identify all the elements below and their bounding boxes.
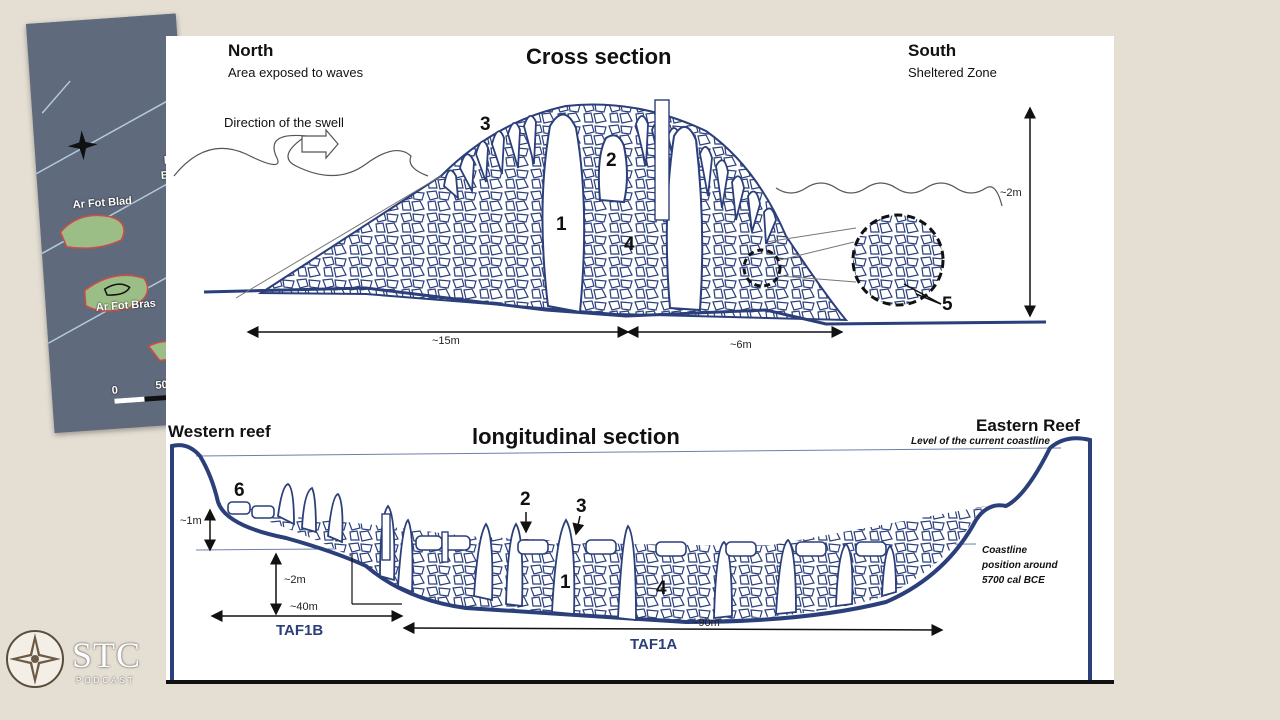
- compass-icon: [67, 130, 98, 161]
- map-scale-zero: 0: [111, 384, 119, 397]
- north-label: North: [228, 41, 274, 60]
- map-card: Ar Fot Blad Ar Fot Bras Po Biaz 0 50: [26, 13, 205, 434]
- map-image: [26, 13, 205, 434]
- longitudinal-section-drawing: [166, 436, 1114, 684]
- long-marker-1: 1: [560, 572, 571, 593]
- marker-3: 3: [480, 114, 491, 135]
- north-sublabel: Area exposed to waves: [228, 65, 364, 80]
- past-coastline-line-1: Coastline: [982, 545, 1028, 556]
- marker-5: 5: [942, 294, 953, 315]
- marker-4: 4: [624, 234, 635, 255]
- height-label-2m: ~2m: [1000, 187, 1022, 199]
- diagram-drawing: [166, 99, 1114, 684]
- marker-2: 2: [606, 150, 617, 171]
- cross-section-drawing: [173, 99, 1047, 338]
- length-label-90m: ~90m: [692, 617, 720, 629]
- diagram-sheet: Cross section North Area exposed to wave…: [166, 36, 1114, 684]
- width-label-6m: ~6m: [730, 339, 752, 351]
- past-coastline-line-3: 5700 cal BCE: [982, 575, 1045, 586]
- length-label-40m: ~40m: [290, 601, 318, 613]
- cross-section-title: Cross section: [526, 44, 672, 69]
- zone-label-taf1a: TAF1A: [630, 636, 678, 653]
- south-sublabel: Sheltered Zone: [908, 65, 997, 80]
- width-label-15m: ~15m: [432, 335, 460, 347]
- current-coastline-label: Level of the current coastline: [911, 436, 1050, 447]
- marker-1: 1: [556, 214, 567, 235]
- past-coastline-line-2: position around: [982, 560, 1058, 571]
- podcast-logo: STC PODCAST: [4, 628, 154, 690]
- long-marker-4: 4: [656, 578, 667, 599]
- western-reef-label: Western reef: [168, 422, 271, 441]
- south-label: South: [908, 41, 957, 60]
- longitudinal-section-title: longitudinal section: [472, 424, 680, 449]
- swell-label: Direction of the swell: [224, 115, 344, 130]
- long-marker-2: 2: [520, 489, 531, 510]
- logo-wordmark: STC: [72, 635, 142, 675]
- long-marker-6: 6: [234, 480, 245, 501]
- compass-rose-icon: [6, 630, 64, 688]
- height-label-1m: ~1m: [180, 515, 202, 527]
- zone-label-taf1b: TAF1B: [276, 622, 324, 639]
- logo-subtitle: PODCAST: [76, 676, 136, 685]
- eastern-reef-label: Eastern Reef: [976, 416, 1080, 435]
- long-marker-3: 3: [576, 496, 587, 517]
- height-label-2m-long: ~2m: [284, 574, 306, 586]
